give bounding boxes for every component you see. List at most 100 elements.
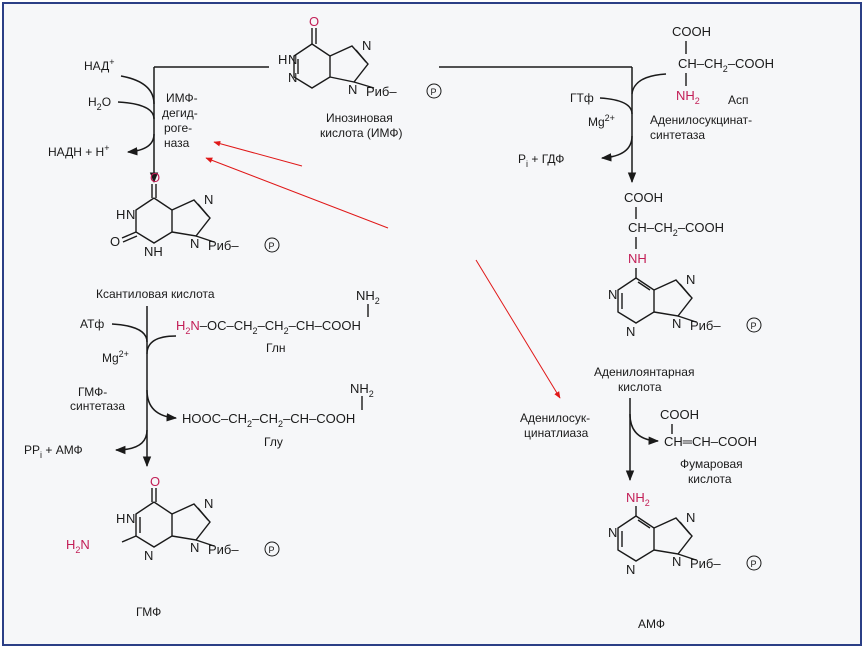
imp-phosphate-icon bbox=[426, 83, 442, 99]
adsucc-n9: N bbox=[672, 316, 681, 331]
xmp-n7: N bbox=[204, 192, 213, 207]
gmp-n7: N bbox=[204, 496, 213, 511]
xmp-phosphate-icon bbox=[264, 237, 280, 253]
amp-n3: N bbox=[626, 562, 635, 577]
glutamate-amino: NH2 bbox=[350, 381, 374, 399]
imp-label-line1: Инозиновая bbox=[326, 111, 393, 125]
impdh-enzyme-line1: ИМФ- bbox=[166, 91, 198, 105]
amp-n1: N bbox=[608, 525, 617, 540]
imp-ribose: Риб– bbox=[366, 84, 397, 99]
fumarate-label-line1: Фумаровая bbox=[680, 457, 743, 471]
gmp-label: ГМФ bbox=[136, 605, 161, 619]
imp-n1: N bbox=[288, 52, 297, 67]
imp-phosphate-letter: P bbox=[431, 87, 437, 97]
adsucc-label-line2: кислота bbox=[618, 380, 662, 394]
amp-n9: N bbox=[672, 554, 681, 569]
xmp-n9: N bbox=[190, 236, 199, 251]
adsucc-phosphate-letter: P bbox=[751, 321, 757, 331]
gmp-n9: N bbox=[190, 540, 199, 555]
gmps-enzyme-line2: синтетаза bbox=[70, 399, 125, 413]
nad-label: НАД+ bbox=[84, 57, 114, 73]
adsucc-n7: N bbox=[686, 272, 695, 287]
gmp-n3: N bbox=[144, 548, 153, 563]
adsucc-nh: NH bbox=[628, 251, 647, 266]
amp-n7: N bbox=[686, 510, 695, 525]
gmp-n1: N bbox=[126, 511, 135, 526]
amp-ribose: Риб– bbox=[690, 556, 721, 571]
atp-in-arrow bbox=[111, 323, 148, 343]
imp-n3: N bbox=[288, 70, 297, 85]
glutamine-formula: H2N–OC–CH2–CH2–CH–COOH bbox=[176, 318, 361, 336]
impdh-enzyme-line3: роге- bbox=[164, 121, 192, 135]
gmps-enzyme-line1: ГМФ- bbox=[78, 385, 107, 399]
annotation-arrow-1 bbox=[213, 140, 303, 167]
xmp-hn1-h: H bbox=[116, 207, 125, 222]
impdh-enzyme-line4: наза bbox=[164, 136, 190, 150]
adsucc-label-line1: Аденилоянтарная bbox=[594, 365, 694, 379]
adsucc-n3: N bbox=[626, 324, 635, 339]
imp-label-line2: кислота (ИМФ) bbox=[320, 126, 402, 140]
adsucc-chain: CH–CH2–COOH bbox=[628, 220, 724, 238]
adenylosuccinate-structure: N N N N Риб– P bbox=[608, 268, 762, 339]
adsl-synth-enzyme-line1: Аденилосукцинат- bbox=[650, 113, 752, 127]
glutamine-label: Глн bbox=[266, 341, 285, 355]
annotation-arrow-2 bbox=[205, 157, 389, 229]
water-in-arrow bbox=[117, 101, 155, 120]
asp-label: Асп bbox=[728, 93, 749, 107]
impdh-enzyme-line2: дегид- bbox=[162, 106, 198, 120]
imp-hn-h: H bbox=[278, 52, 287, 67]
imp-n9: N bbox=[348, 82, 357, 97]
nadh-out-arrow bbox=[126, 133, 155, 156]
gmp-oxygen: O bbox=[150, 474, 160, 489]
lyase-enzyme-line1: Аденилосук- bbox=[520, 411, 590, 425]
gmp-amino-group: H2N bbox=[66, 537, 90, 555]
amp-phosphate-letter: P bbox=[751, 559, 757, 569]
amp-structure: N N N N Риб– P bbox=[608, 506, 762, 577]
asp-amino: NH2 bbox=[676, 88, 700, 106]
adsucc-n1: N bbox=[608, 287, 617, 302]
xmp-n1: N bbox=[126, 207, 135, 222]
xmp-oxygen6: O bbox=[150, 170, 160, 185]
asp-cooh-top: COOH bbox=[672, 24, 711, 39]
pi-out-arrow bbox=[600, 135, 633, 162]
fumarate-chain: CH═CH–COOH bbox=[664, 434, 757, 449]
gmp-structure: O H N N N N Риб– P bbox=[116, 474, 280, 563]
adsl-synth-enzyme-line2: синтетаза bbox=[650, 128, 705, 142]
gtp-label: ГТф bbox=[570, 91, 594, 105]
fumarate-cooh-top: COOH bbox=[660, 407, 699, 422]
pi-gdp-label: Pi + ГДФ bbox=[518, 152, 564, 169]
xmp-nh3: NH bbox=[144, 244, 163, 259]
mg-right-label: Mg2+ bbox=[588, 113, 615, 129]
fumarate-label-line2: кислота bbox=[688, 472, 732, 486]
ppi-out-arrow bbox=[114, 429, 148, 455]
gmp-hn-h: H bbox=[116, 511, 125, 526]
xmp-label: Ксантиловая кислота bbox=[96, 287, 215, 301]
adsucc-ribose: Риб– bbox=[690, 318, 721, 333]
glutamine-amino: NH2 bbox=[356, 288, 380, 306]
glutamate-formula: HOOC–CH2–CH2–CH–COOH bbox=[182, 411, 355, 429]
imp-n7: N bbox=[362, 38, 371, 53]
fumarate-out-arrow bbox=[629, 413, 660, 445]
xmp-structure: O O H N NH N N Риб– P bbox=[110, 170, 280, 259]
imp-structure: O H N N N N Риб– P Инозиновая кислота (И… bbox=[278, 14, 442, 140]
adsucc-cooh-top: COOH bbox=[624, 190, 663, 205]
lyase-enzyme-line2: цинатлиаза bbox=[524, 426, 589, 440]
xmp-oxygen2: O bbox=[110, 234, 120, 249]
gmp-ribose: Риб– bbox=[208, 542, 239, 557]
gmp-phosphate-letter: P bbox=[269, 545, 275, 555]
ppi-label: PPi + АМФ bbox=[24, 443, 83, 460]
nadh-label: НАДН + H+ bbox=[48, 143, 109, 159]
nad-in-arrow bbox=[120, 75, 155, 105]
amp-label: АМФ bbox=[638, 617, 665, 631]
amp-phosphate-icon bbox=[746, 555, 762, 571]
xmp-ribose: Риб– bbox=[208, 238, 239, 253]
glutamate-label: Глу bbox=[264, 435, 283, 449]
asp-chain: CH–CH2–COOH bbox=[678, 56, 774, 74]
mg-label: Mg2+ bbox=[102, 349, 129, 365]
atp-label: АТф bbox=[80, 317, 104, 331]
amp-amino: NH2 bbox=[626, 490, 650, 508]
gmp-phosphate-icon bbox=[264, 541, 280, 557]
annotation-arrow-3 bbox=[475, 259, 561, 399]
adsucc-phosphate-icon bbox=[746, 317, 762, 333]
